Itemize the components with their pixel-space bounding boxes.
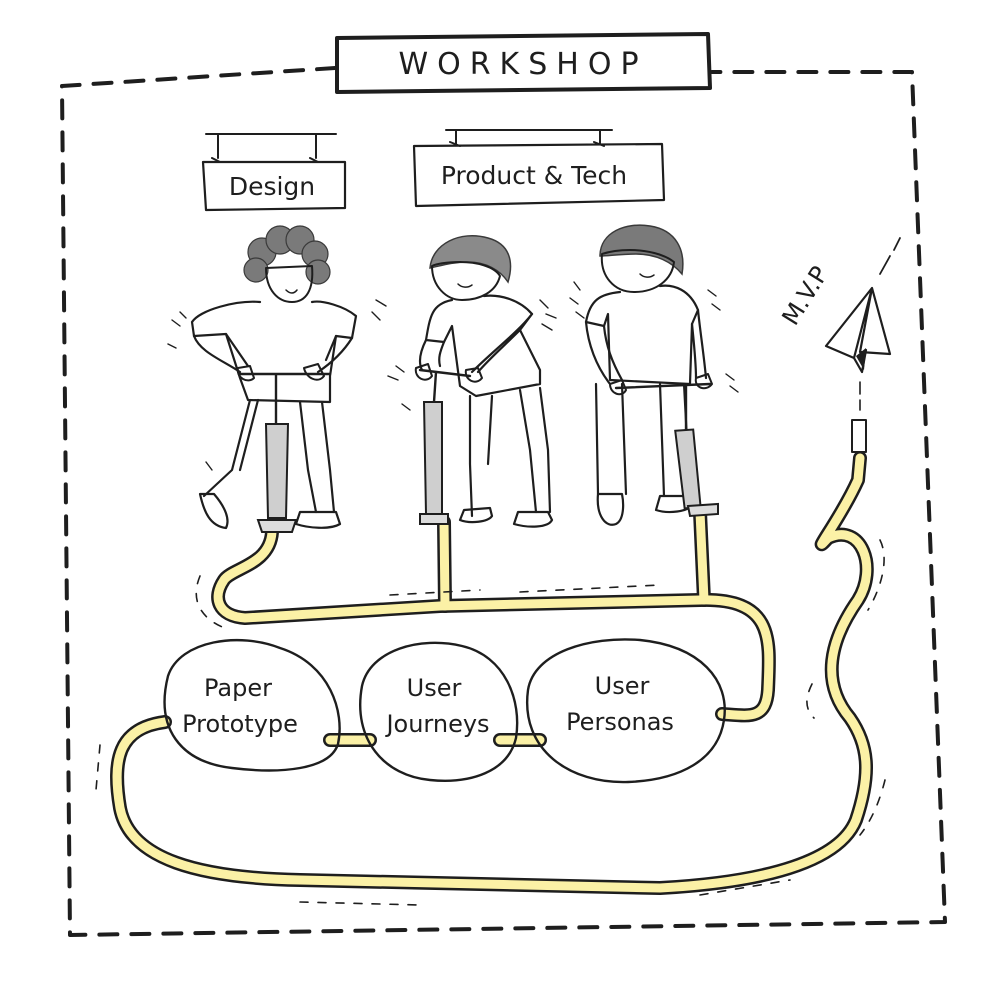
blob-user-personas-line2: Personas [566, 708, 674, 736]
person-product [387, 234, 557, 528]
page-title: WORKSHOP [398, 47, 647, 82]
person-tech [569, 224, 739, 526]
sign-design: Design [201, 133, 347, 212]
blob-user-journeys-line1: User [407, 674, 462, 702]
blob-user-journeys: User Journeys [359, 641, 519, 782]
blob-user-personas-line1: User [595, 672, 650, 700]
mvp-label: M.V.P [776, 261, 834, 330]
sign-design-label: Design [229, 172, 315, 201]
blob-user-journeys-line2: Journeys [384, 710, 489, 738]
blob-paper-prototype: Paper Prototype [163, 638, 341, 772]
air-tube-network [95, 451, 886, 906]
sign-product-tech-label: Product & Tech [441, 161, 627, 190]
sign-product-tech: Product & Tech [412, 129, 666, 208]
workshop-frame [60, 66, 947, 937]
mvp-paper-plane: M.V.P [776, 237, 901, 411]
blob-user-personas: User Personas [525, 638, 726, 784]
title-box: WORKSHOP [335, 32, 712, 94]
person-designer [167, 225, 387, 533]
tube-nozzle [851, 419, 867, 453]
blob-paper-prototype-line1: Paper [204, 674, 272, 702]
blob-paper-prototype-line2: Prototype [182, 710, 298, 738]
